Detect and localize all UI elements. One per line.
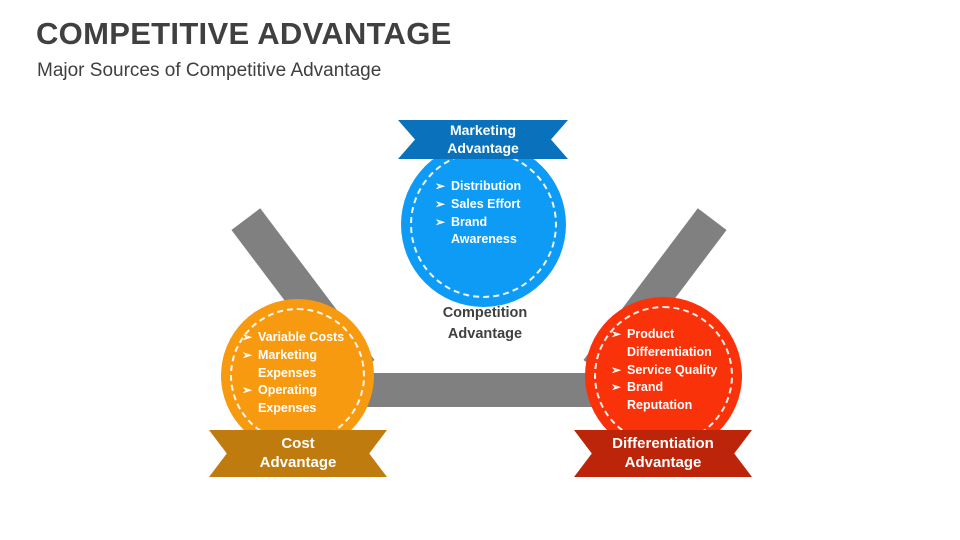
bullet-label: Brand Reputation — [627, 380, 693, 412]
cost-advantage-ribbon[interactable]: Cost Advantage — [209, 430, 387, 477]
arrow-bullet-icon: ➢ — [435, 179, 446, 193]
list-item: ➢ Brand Reputation — [611, 379, 734, 415]
list-item: ➢ Sales Effort — [435, 196, 554, 214]
arrow-bullet-icon: ➢ — [435, 196, 446, 211]
cost-advantage-circle[interactable]: ➢ Variable Costs ➢ Marketing Expenses ➢ … — [221, 299, 374, 452]
arrow-bullet-icon: ➢ — [435, 214, 446, 229]
cost-bullet-list: ➢ Variable Costs ➢ Marketing Expenses ➢ … — [221, 329, 374, 418]
marketing-advantage-circle[interactable]: ➢ Distribution ➢ Sales Effort ➢ Brand Aw… — [401, 142, 566, 307]
ribbon-line2: Advantage — [624, 453, 702, 471]
differentiation-advantage-ribbon[interactable]: Differentiation Advantage — [574, 430, 752, 477]
ribbon-line2: Advantage — [447, 139, 519, 156]
page-title: COMPETITIVE ADVANTAGE — [36, 16, 452, 51]
bullet-label: Operating Expenses — [258, 383, 318, 415]
arrow-bullet-icon: ➢ — [242, 347, 253, 362]
center-label-line2: Advantage — [447, 326, 523, 343]
bullet-label: Distribution — [451, 179, 522, 193]
center-label-line1: Competition — [442, 305, 528, 321]
ribbon-line1: Marketing — [449, 122, 517, 139]
arrow-bullet-icon: ➢ — [242, 330, 253, 344]
arrow-bullet-icon: ➢ — [242, 383, 253, 398]
bullet-label: Marketing Expenses — [258, 347, 318, 380]
list-item: ➢ Distribution — [435, 178, 554, 196]
bullet-label: Product Differentiation — [627, 327, 712, 359]
arrow-bullet-icon: ➢ — [611, 380, 622, 395]
ribbon-line1: Cost — [281, 435, 315, 453]
list-item: ➢ Operating Expenses — [242, 382, 368, 418]
list-item: ➢ Marketing Expenses — [242, 347, 368, 383]
ribbon-line2: Advantage — [259, 453, 337, 471]
differentiation-bullet-list: ➢ Product Differentiation ➢ Service Qual… — [585, 326, 742, 415]
arrow-bullet-icon: ➢ — [611, 362, 622, 377]
bullet-label: Sales Effort — [451, 196, 521, 211]
list-item: ➢ Service Quality — [611, 362, 734, 380]
bullet-label: Service Quality — [627, 362, 718, 377]
ribbon-line1: Differentiation — [612, 435, 714, 453]
list-item: ➢ Variable Costs — [242, 329, 368, 347]
list-item: ➢ Product Differentiation — [611, 326, 734, 362]
list-item: ➢ Brand Awareness — [435, 214, 554, 250]
arrow-bullet-icon: ➢ — [611, 327, 622, 341]
bullet-label: Variable Costs — [258, 330, 345, 344]
bullet-label: Brand Awareness — [451, 214, 517, 247]
page-subtitle: Major Sources of Competitive Advantage — [37, 60, 382, 81]
differentiation-advantage-circle[interactable]: ➢ Product Differentiation ➢ Service Qual… — [585, 297, 742, 454]
marketing-bullet-list: ➢ Distribution ➢ Sales Effort ➢ Brand Aw… — [401, 178, 566, 249]
marketing-advantage-ribbon[interactable]: Marketing Advantage — [398, 120, 568, 159]
center-label: Competition Advantage — [405, 303, 565, 345]
